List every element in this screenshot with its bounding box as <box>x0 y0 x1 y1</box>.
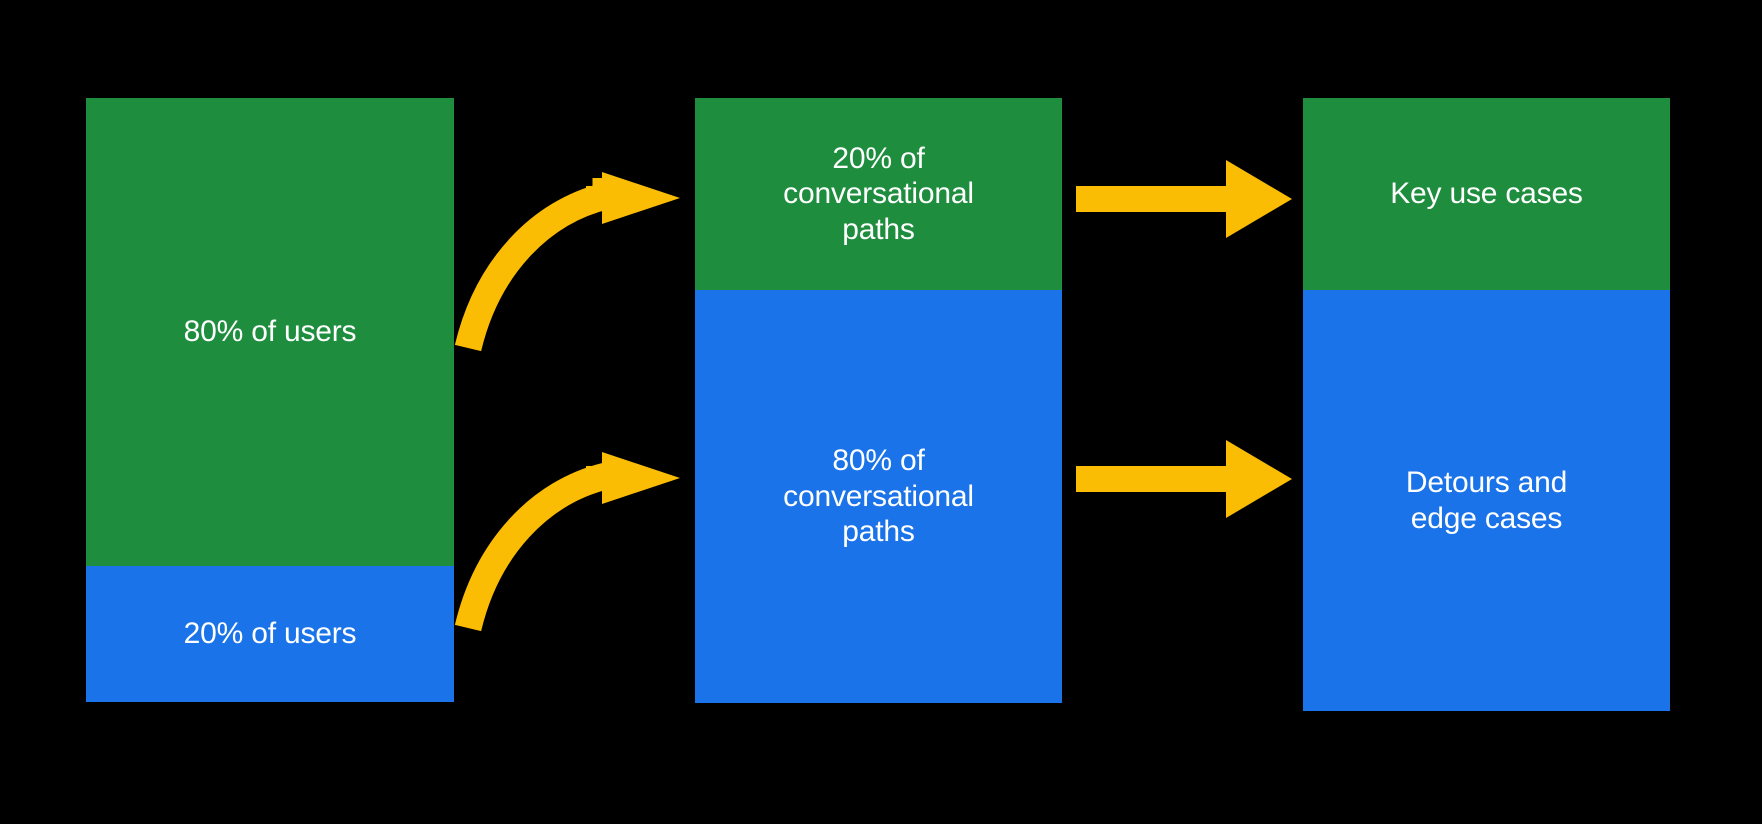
straight-arrow-top-icon <box>1076 160 1292 238</box>
block-paths-majority[interactable]: 80% of conversational paths <box>695 290 1062 703</box>
block-label: Detours and edge cases <box>1405 466 1568 535</box>
block-label: 80% of users <box>183 315 357 349</box>
block-outcome-key-use-cases[interactable]: Key use cases <box>1303 98 1670 290</box>
block-label: 80% of conversational paths <box>783 444 974 549</box>
block-label: 20% of conversational paths <box>783 141 974 246</box>
block-paths-minority[interactable]: 20% of conversational paths <box>695 98 1062 290</box>
block-label: Key use cases <box>1390 177 1583 211</box>
block-users-minority[interactable]: 20% of users <box>86 566 454 702</box>
block-users-majority[interactable]: 80% of users <box>86 98 454 566</box>
curved-arrow-top-icon <box>454 172 680 352</box>
curved-arrow-bottom-icon <box>454 452 680 632</box>
straight-arrow-bottom-icon <box>1076 440 1292 518</box>
block-outcome-detours-edge-cases[interactable]: Detours and edge cases <box>1303 290 1670 711</box>
block-label: 20% of users <box>183 617 357 651</box>
